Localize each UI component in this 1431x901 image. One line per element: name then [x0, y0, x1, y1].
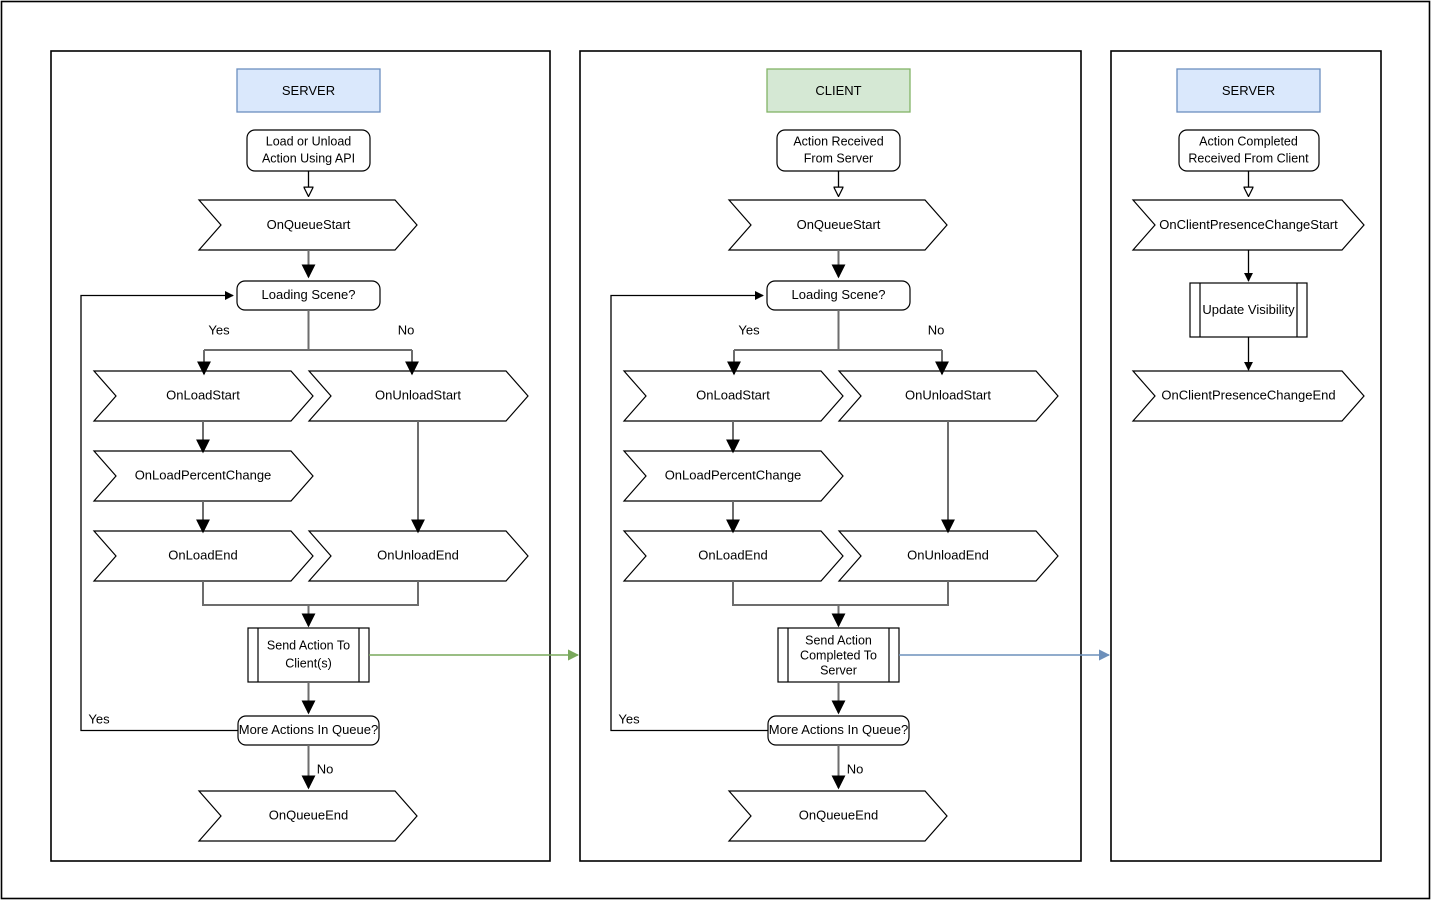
node-onclientpresencechangestart-label: OnClientPresenceChangeStart — [1159, 217, 1338, 232]
panel-server-left — [50, 50, 551, 862]
node-onqueuestart-label: OnQueueStart — [267, 217, 351, 232]
node-client-onloadstart-label: OnLoadStart — [696, 387, 770, 402]
node-onloadpercentchange — [92, 450, 314, 502]
node-client-onloadpercentchange-label: OnLoadPercentChange — [665, 467, 802, 482]
node-action-received-line2: From Server — [804, 151, 873, 165]
node-client-onloadpercentchange — [622, 450, 844, 502]
node-onunloadend — [307, 530, 529, 582]
node-onunloadend-label: OnUnloadEnd — [377, 547, 459, 562]
node-onloadstart-label: OnLoadStart — [166, 387, 240, 402]
node-client-onunloadend — [837, 530, 1059, 582]
node-send-action-line1: Send Action To — [267, 638, 350, 652]
edge-client-loading-split — [733, 310, 943, 372]
node-client-onunloadstart — [837, 370, 1059, 422]
edge-client-merge-ends — [732, 581, 949, 606]
node-client-onunloadend-label: OnUnloadEnd — [907, 547, 989, 562]
node-client-loading-scene-label: Loading Scene? — [792, 287, 886, 302]
edge-loop-back-yes — [80, 290, 238, 732]
edge-client-loop-back-yes — [610, 290, 768, 732]
client-branch-label-yes: Yes — [738, 322, 760, 337]
node-send-completed-line1: Send Action — [805, 633, 872, 647]
branch-label-yes: Yes — [208, 322, 230, 337]
node-onloadstart — [92, 370, 314, 422]
node-onunloadstart-label: OnUnloadStart — [375, 387, 461, 402]
node-onloadend-label: OnLoadEnd — [168, 547, 237, 562]
node-onclientpresencechangeend-label: OnClientPresenceChangeEnd — [1161, 387, 1335, 402]
panel-header-client-label: CLIENT — [815, 83, 861, 98]
node-send-action-line2: Client(s) — [285, 656, 332, 670]
node-client-onloadend-label: OnLoadEnd — [698, 547, 767, 562]
client-loop-label-yes: Yes — [618, 711, 640, 726]
panel-header-server-right — [1176, 68, 1321, 113]
node-client-onloadstart — [622, 370, 844, 422]
node-onqueuestart — [197, 199, 418, 251]
node-client-onqueueend-label: OnQueueEnd — [799, 807, 879, 822]
edge-merge-ends — [202, 581, 419, 606]
node-more-actions-label: More Actions In Queue? — [239, 722, 378, 737]
node-action-completed-line1: Action Completed — [1199, 134, 1298, 148]
panel-server-right — [1110, 50, 1382, 862]
node-onqueueend — [197, 790, 418, 842]
node-client-onqueueend — [727, 790, 948, 842]
client-exit-label-no: No — [847, 761, 864, 776]
node-onclientpresencechangestart — [1131, 199, 1365, 251]
loop-label-yes: Yes — [88, 711, 110, 726]
node-onqueueend-label: OnQueueEnd — [269, 807, 349, 822]
node-update-visibility-label: Update Visibility — [1202, 302, 1295, 317]
node-loading-scene-label: Loading Scene? — [262, 287, 356, 302]
node-client-onloadend — [622, 530, 844, 582]
branch-label-no: No — [398, 322, 415, 337]
node-onunloadstart — [307, 370, 529, 422]
node-onloadend — [92, 530, 314, 582]
node-send-completed-line3: Server — [820, 663, 857, 677]
node-client-more-actions-label: More Actions In Queue? — [769, 722, 908, 737]
edge-loading-split — [203, 310, 413, 372]
node-client-onunloadstart-label: OnUnloadStart — [905, 387, 991, 402]
exit-label-no: No — [317, 761, 334, 776]
panel-header-client — [766, 68, 911, 113]
node-onclientpresencechangeend — [1131, 370, 1365, 422]
node-load-unload-action-line1: Load or Unload — [266, 134, 352, 148]
node-send-completed-line2: Completed To — [800, 648, 877, 662]
panel-client — [579, 50, 1082, 862]
node-onloadpercentchange-label: OnLoadPercentChange — [135, 467, 272, 482]
panel-header-server-right-label: SERVER — [1222, 83, 1275, 98]
node-load-unload-action-line2: Action Using API — [262, 151, 355, 165]
panel-header-server-left — [236, 68, 381, 113]
node-action-received-line1: Action Received — [793, 134, 883, 148]
client-branch-label-no: No — [928, 322, 945, 337]
panel-header-label: SERVER — [282, 83, 335, 98]
node-action-completed-line2: Received From Client — [1188, 151, 1309, 165]
node-client-onqueuestart-label: OnQueueStart — [797, 217, 881, 232]
node-client-onqueuestart — [727, 199, 948, 251]
